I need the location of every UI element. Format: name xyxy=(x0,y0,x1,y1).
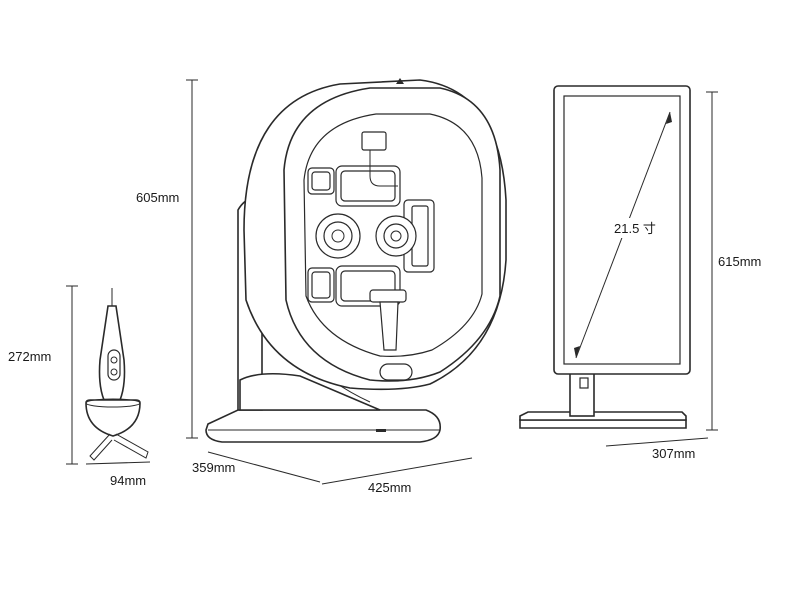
monitor xyxy=(519,85,691,429)
device-width-label: 425mm xyxy=(368,480,411,495)
monitor-width-dimension xyxy=(605,437,709,447)
probe-height-dimension xyxy=(66,285,78,465)
probe-width-label: 94mm xyxy=(110,473,146,488)
handheld-probe xyxy=(85,288,149,461)
screen-label-backdrop xyxy=(614,218,666,238)
skin-analyzer-device xyxy=(205,78,507,443)
device-height-dimension xyxy=(186,79,198,439)
device-height-label: 605mm xyxy=(136,190,179,205)
monitor-height-dimension xyxy=(706,91,718,431)
monitor-height-label: 615mm xyxy=(718,254,761,269)
probe-width-dimension xyxy=(85,461,151,465)
monitor-width-label: 307mm xyxy=(652,446,695,461)
screen-diagonal-label: 21.5 寸 xyxy=(614,221,656,236)
probe-height-label: 272mm xyxy=(8,349,51,364)
device-depth-dimension xyxy=(207,451,321,483)
device-width-dimension xyxy=(321,457,473,485)
device-depth-label: 359mm xyxy=(192,460,235,475)
